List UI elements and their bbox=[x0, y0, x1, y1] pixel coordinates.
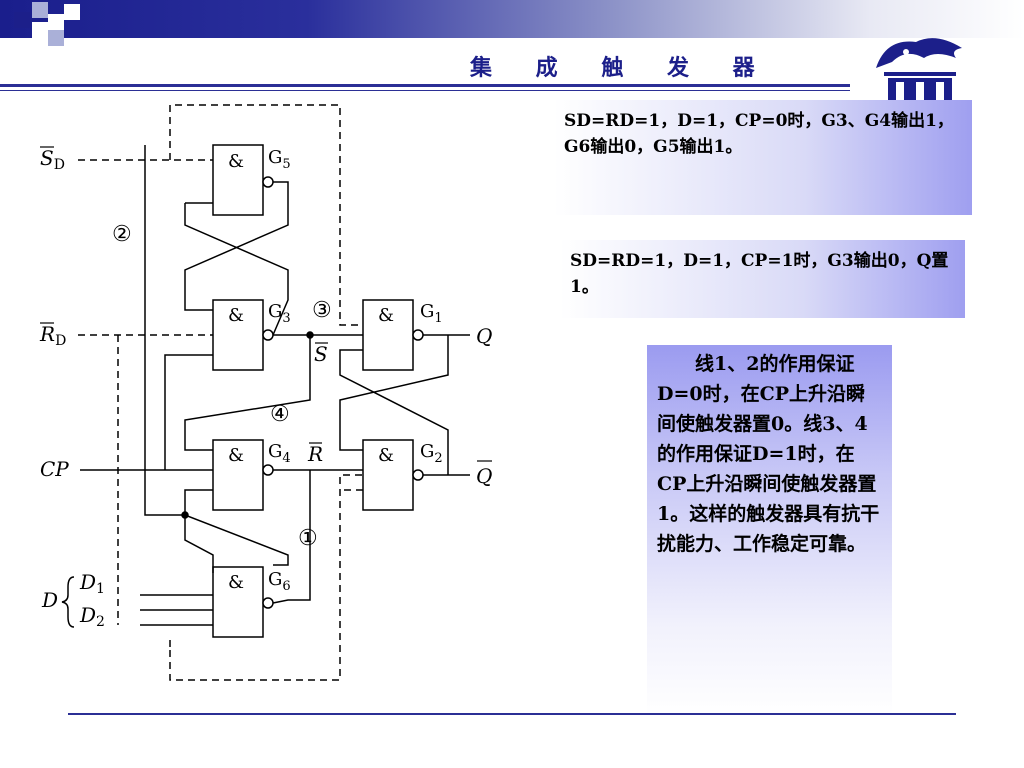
note-cp0: SD=RD=1，D=1，CP=0时，G3、G4输出1，G6输出0，G5输出1。 bbox=[554, 100, 972, 215]
header-rule-thin bbox=[0, 90, 850, 91]
cp-label: CP bbox=[40, 457, 69, 481]
gate-symbol: & bbox=[228, 305, 244, 326]
line-marker-2: ② bbox=[112, 222, 132, 247]
line-marker-4: ④ bbox=[270, 402, 290, 427]
footer-rule bbox=[68, 713, 956, 715]
s-bar-label: S bbox=[314, 342, 328, 366]
gate-name: G4 bbox=[268, 441, 291, 466]
d-label: D bbox=[41, 588, 58, 612]
rd-label: RD bbox=[39, 322, 66, 349]
note-lines-explanation: 线1、2的作用保证D=0时，在CP上升沿瞬间使触发器置0。线3、4的作用保证D=… bbox=[647, 345, 892, 717]
q-label: Q bbox=[476, 324, 492, 348]
d1-label: D1 bbox=[79, 570, 105, 597]
qbar-label: Q bbox=[476, 464, 492, 488]
gate-symbol: & bbox=[378, 445, 394, 466]
gate-symbol: & bbox=[378, 305, 394, 326]
sd-label: SD bbox=[40, 146, 65, 173]
header-rule bbox=[0, 84, 850, 87]
r-bar-label: R bbox=[307, 442, 323, 466]
gate-g4 bbox=[212, 439, 264, 511]
note-cp1: SD=RD=1，D=1，CP=1时，G3输出0，Q置1。 bbox=[560, 240, 965, 318]
slide-title: 集 成 触 发 器 bbox=[470, 55, 773, 81]
gate-names: G5 G3 G1 G4 G2 G6 bbox=[268, 147, 443, 594]
line-marker-1: ① bbox=[298, 526, 318, 551]
gate-symbol: & bbox=[228, 445, 244, 466]
header-bar bbox=[0, 0, 1024, 38]
gate-name: G1 bbox=[420, 301, 443, 326]
flip-flop-circuit-diagram: & & & & & & G5 G3 G1 G4 G2 G6 SD RD CP D… bbox=[39, 104, 492, 681]
d-brace-icon bbox=[61, 576, 75, 628]
gate-name: G3 bbox=[268, 301, 291, 326]
d2-label: D2 bbox=[79, 603, 105, 630]
gate-name: G6 bbox=[268, 569, 291, 594]
gate-symbol: & bbox=[228, 151, 244, 172]
university-logo-icon bbox=[866, 28, 974, 100]
gate-symbol: & bbox=[228, 572, 244, 593]
line-marker-3: ③ bbox=[312, 298, 332, 323]
gate-name: G2 bbox=[420, 441, 443, 466]
gate-name: G5 bbox=[268, 147, 291, 172]
